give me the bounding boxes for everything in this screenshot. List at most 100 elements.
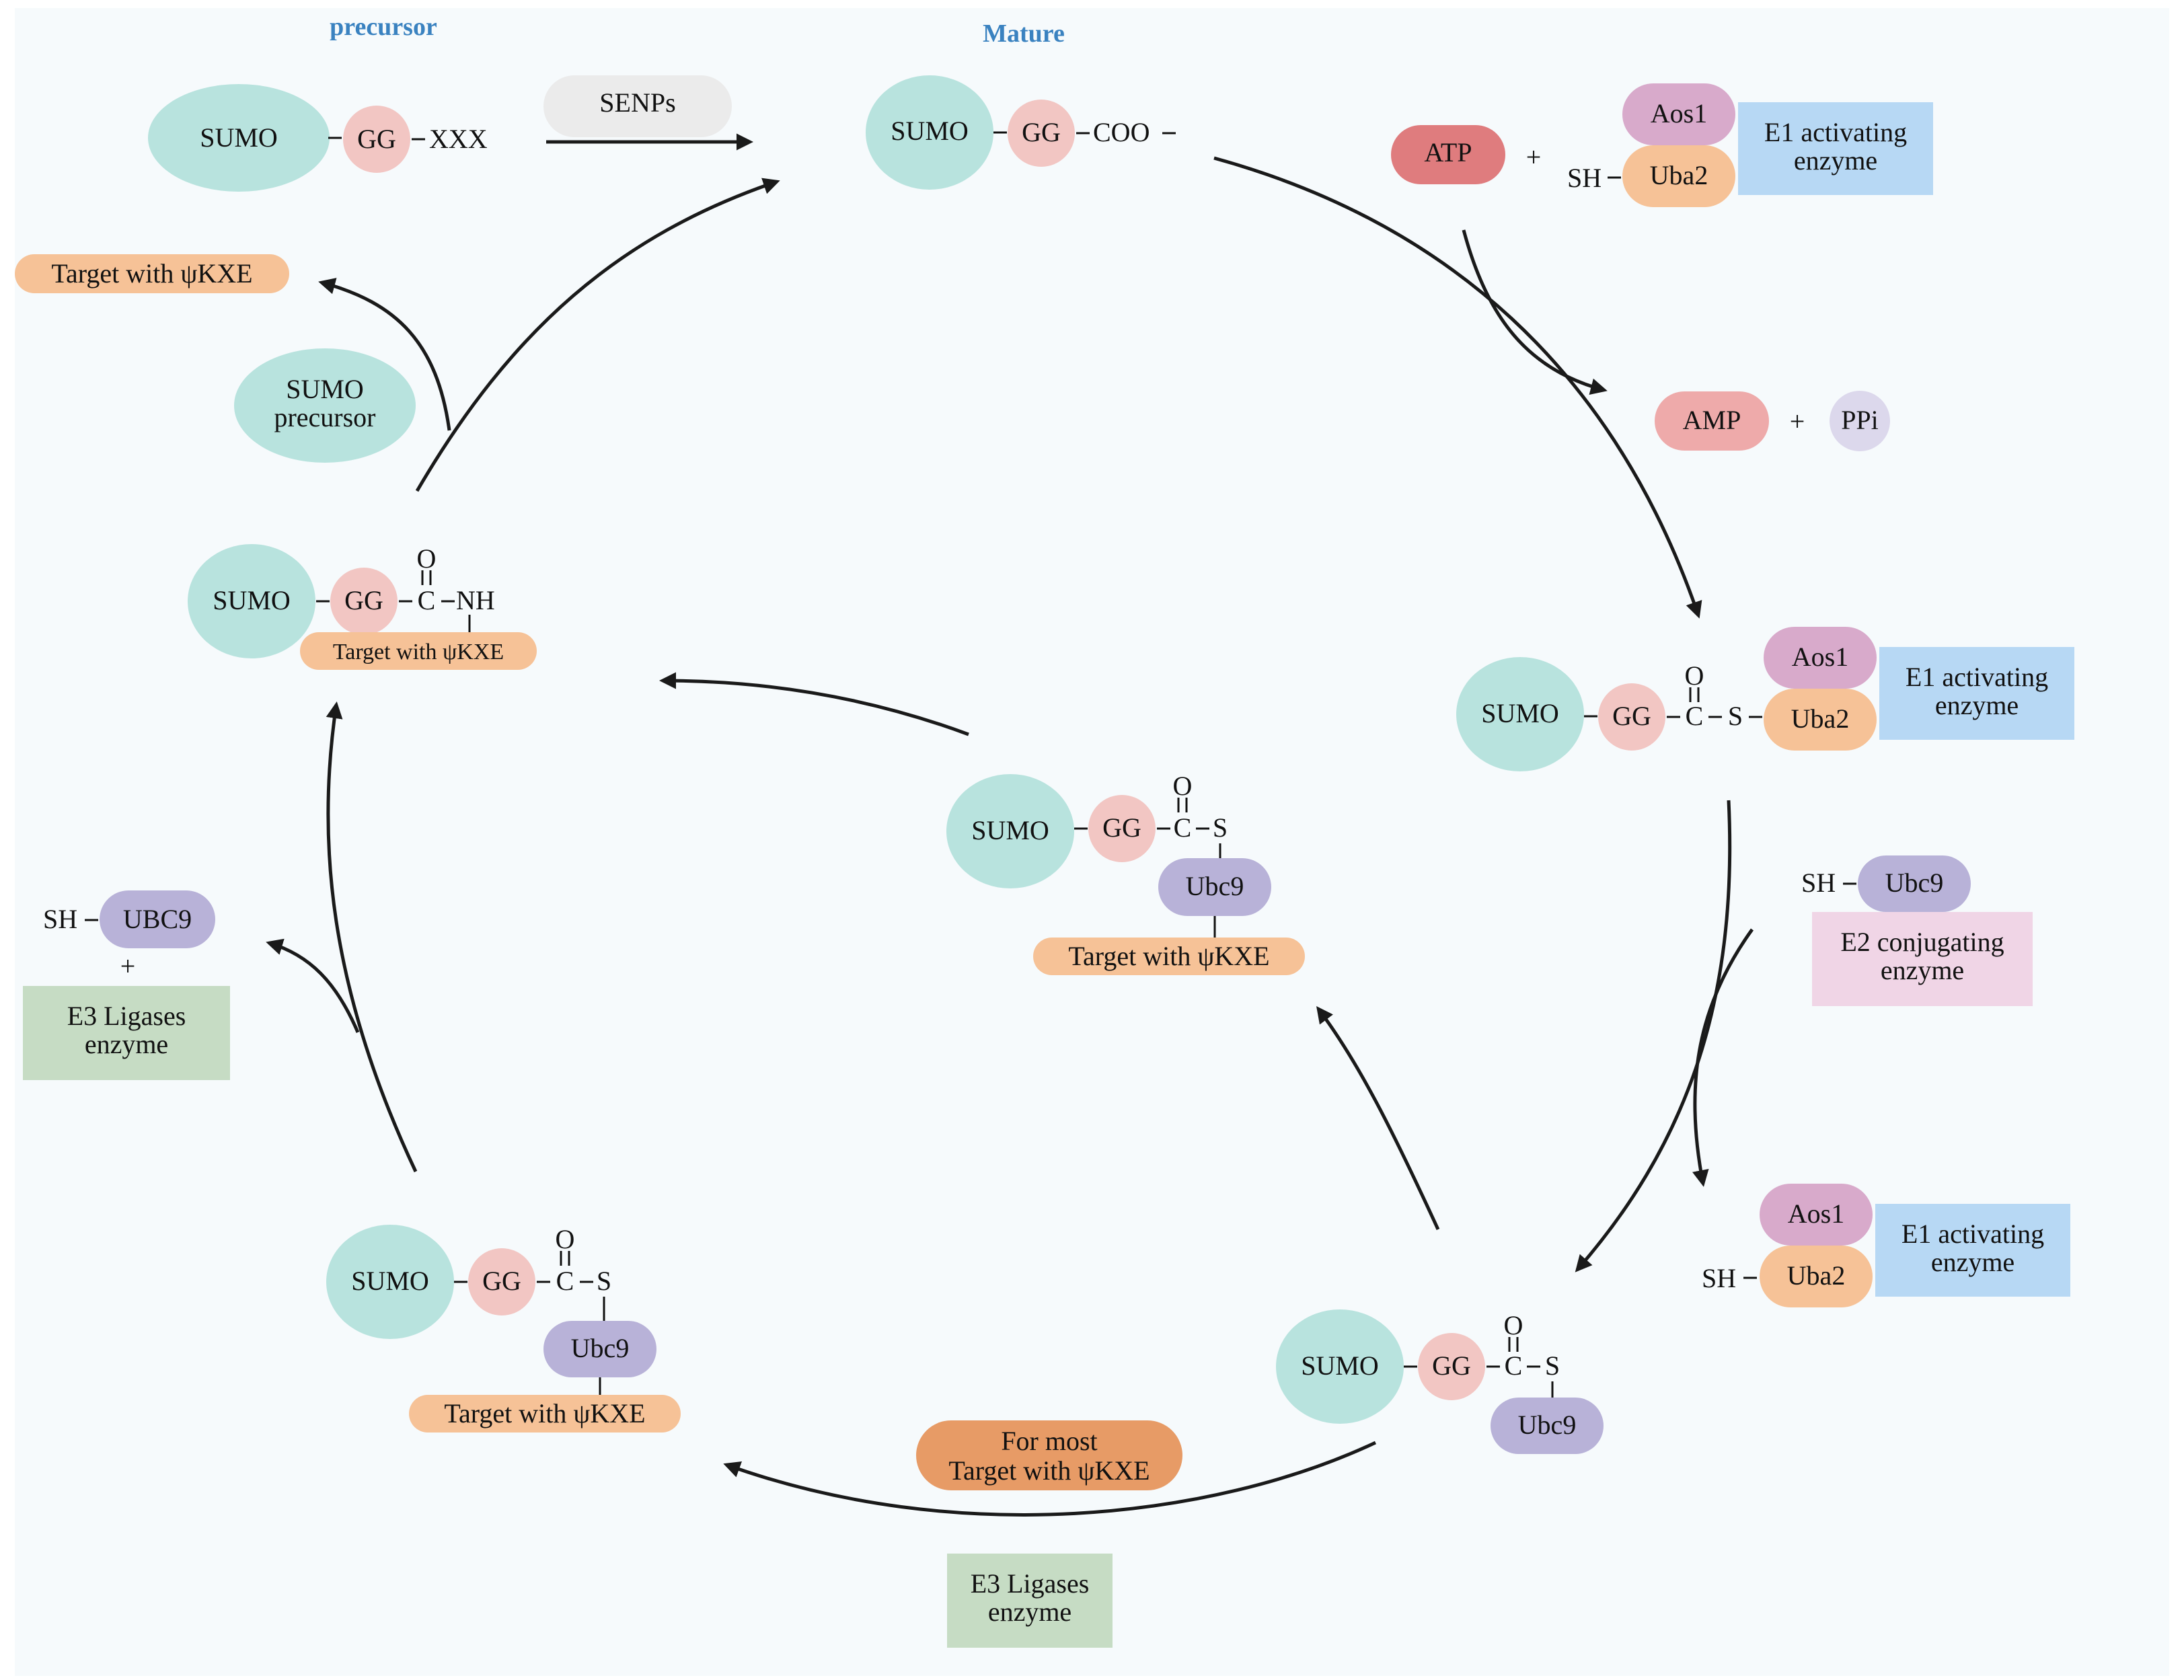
target-node <box>1033 938 1305 975</box>
svg-text:SUMO: SUMO <box>213 585 291 615</box>
e3-ligase-box-left <box>23 986 230 1080</box>
sumo-precursor-released: SUMO precursor <box>234 348 416 463</box>
svg-text:O: O <box>556 1224 575 1254</box>
svg-text:S: S <box>1545 1350 1560 1381</box>
gg-node <box>330 568 398 635</box>
svg-text:enzyme: enzyme <box>988 1597 1071 1627</box>
e1-enzyme-group-free: Aos1 Uba2 SH E1 activating enzyme <box>1567 83 1933 207</box>
gg-node <box>1008 100 1075 167</box>
svg-text:O: O <box>1173 771 1193 801</box>
arrow-e3-mediated <box>723 1441 1377 1517</box>
e1-enzyme-group-released: Aos1 Uba2 SH E1 activating enzyme <box>1702 1184 2070 1307</box>
svg-text:Target with ψKXE: Target with ψKXE <box>51 258 252 289</box>
sumo-node <box>326 1225 454 1339</box>
svg-text:enzyme: enzyme <box>1935 690 2019 720</box>
e1-enzyme-box <box>1875 1204 2070 1297</box>
svg-text:Target with ψKXE: Target with ψKXE <box>1068 941 1269 971</box>
plus-sign: + <box>1790 406 1805 436</box>
ubc9-node <box>1158 858 1271 916</box>
svg-text:S: S <box>1728 701 1743 731</box>
ubc9-node <box>1858 855 1971 912</box>
svg-text:SENPs: SENPs <box>599 87 675 118</box>
ubc9-node <box>100 890 215 948</box>
target-node <box>409 1395 681 1433</box>
heading-mature: Mature <box>983 20 1065 48</box>
svg-text:C: C <box>418 585 436 615</box>
svg-text:GG: GG <box>1432 1350 1471 1381</box>
e2-enzyme-box <box>1812 912 2033 1006</box>
svg-text:S: S <box>597 1266 611 1296</box>
svg-text:SH: SH <box>1801 868 1836 898</box>
arrow-left-up-to-conjugate <box>326 701 418 1173</box>
sumo-precursor-molecule: SUMO GG XXX <box>148 84 488 192</box>
svg-text:Ubc9: Ubc9 <box>1518 1410 1577 1440</box>
svg-text:C: C <box>556 1266 574 1296</box>
e1-enzyme-box <box>1738 102 1933 195</box>
sumo-ubc9-target-complex-left: SUMO GG C O S Ubc9 Target with ψKXE <box>326 1224 681 1433</box>
svg-text:GG: GG <box>1612 701 1651 731</box>
svg-text:E1 activating: E1 activating <box>1901 1219 2044 1249</box>
svg-text:UBC9: UBC9 <box>123 904 192 934</box>
svg-text:SUMO: SUMO <box>200 122 278 153</box>
aos1-node <box>1760 1184 1873 1246</box>
sumo-target-conjugate: SUMO GG C O NH Target with ψKXE <box>188 543 537 670</box>
svg-text:Uba2: Uba2 <box>1791 703 1850 734</box>
svg-text:COO: COO <box>1093 117 1150 147</box>
svg-text:XXX: XXX <box>429 124 488 154</box>
svg-text:E1 activating: E1 activating <box>1764 117 1907 147</box>
aos1-node <box>1622 83 1735 145</box>
svg-text:NH: NH <box>456 585 495 615</box>
target-node <box>300 632 537 670</box>
svg-text:SH: SH <box>1702 1263 1736 1293</box>
svg-text:enzyme: enzyme <box>1931 1247 2014 1277</box>
svg-text:SUMO: SUMO <box>971 815 1049 845</box>
svg-text:Aos1: Aos1 <box>1792 642 1848 672</box>
svg-text:precursor: precursor <box>274 402 375 432</box>
amp-node: AMP <box>1655 391 1769 451</box>
arrow-deconjugation-to-mature <box>415 178 780 492</box>
svg-text:S: S <box>1213 812 1228 843</box>
svg-text:GG: GG <box>1102 812 1141 843</box>
svg-text:C: C <box>1505 1350 1523 1381</box>
sumo-node <box>946 774 1074 888</box>
svg-text:GG: GG <box>344 585 383 615</box>
plus-sign: + <box>1526 142 1542 172</box>
atp-node: ATP <box>1391 125 1505 184</box>
svg-text:E1 activating: E1 activating <box>1906 662 2048 692</box>
svg-text:Ubc9: Ubc9 <box>1885 868 1944 898</box>
senps-enzyme: SENPs <box>543 75 732 137</box>
arrow-atp-to-amp <box>1462 229 1608 395</box>
svg-text:enzyme: enzyme <box>1881 955 1964 985</box>
svg-text:O: O <box>1685 660 1704 691</box>
svg-text:SUMO: SUMO <box>891 116 969 146</box>
svg-text:C: C <box>1686 701 1704 731</box>
svg-text:SH: SH <box>43 904 77 934</box>
sumo-ubc9-target-complex-center: SUMO GG C O S Ubc9 Target with ψKXE <box>946 771 1305 975</box>
svg-text:Target with ψKXE: Target with ψKXE <box>333 640 504 664</box>
sumo-ubc9-thioester: SUMO GG C O S Ubc9 <box>1276 1309 1604 1454</box>
arrow-activation <box>1213 156 1702 619</box>
svg-text:Target with ψKXE: Target with ψKXE <box>444 1398 645 1428</box>
svg-text:SH: SH <box>1567 163 1602 193</box>
ppi-node: PPi <box>1830 391 1890 451</box>
svg-text:O: O <box>1504 1310 1523 1340</box>
sumo-node <box>1276 1309 1404 1424</box>
svg-text:C: C <box>1174 812 1192 843</box>
svg-text:E3 Ligases: E3 Ligases <box>67 1001 186 1031</box>
svg-text:E2 conjugating: E2 conjugating <box>1840 927 2004 957</box>
svg-text:GG: GG <box>1022 117 1061 147</box>
e2-ubc9-free: SH Ubc9 E2 conjugating enzyme <box>1801 855 2033 1006</box>
for-most-target-label: For most Target with ψKXE <box>916 1420 1182 1490</box>
svg-text:GG: GG <box>482 1266 521 1296</box>
gg-node <box>468 1248 535 1315</box>
svg-text:SUMO: SUMO <box>351 1266 429 1296</box>
heading-precursor: precursor <box>330 13 437 41</box>
arrow-release-target <box>318 278 451 431</box>
svg-text:enzyme: enzyme <box>85 1029 168 1059</box>
svg-text:Aos1: Aos1 <box>1788 1198 1844 1229</box>
svg-text:For most: For most <box>1001 1426 1097 1456</box>
e1-enzyme-box <box>1879 647 2074 740</box>
svg-text:GG: GG <box>357 124 396 154</box>
gg-node <box>1598 683 1665 751</box>
